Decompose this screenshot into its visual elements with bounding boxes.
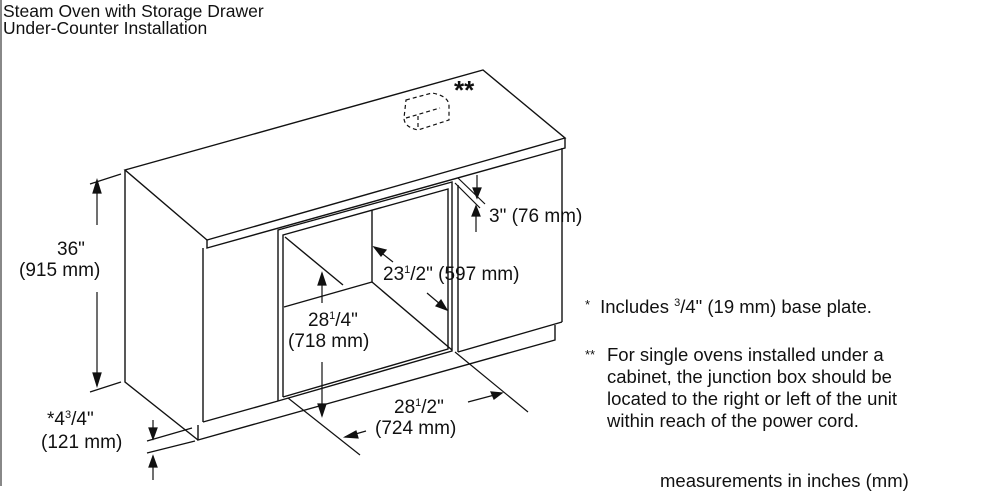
title-line-1: Steam Oven with Storage Drawer <box>3 1 264 21</box>
base-inches-whole: *4 <box>47 409 65 430</box>
note2-line-3: located to the right or left of the unit <box>607 388 898 409</box>
note2-marker: ** <box>585 347 596 362</box>
dimension-opening-width <box>287 351 529 456</box>
note-base-plate: * Includes 3/4" (19 mm) base plate. <box>585 294 872 318</box>
dimension-top-gap <box>454 175 486 232</box>
opening-width-frac: /2" <box>421 397 444 418</box>
opening-width-inches: 281/2" <box>394 398 444 418</box>
base-inches-num: 3 <box>64 409 72 421</box>
note2-line-4: within reach of the power cord. <box>607 410 859 431</box>
note1-post: /4" (19 mm) base plate. <box>680 296 872 317</box>
junction-box-marker: ** <box>454 75 475 105</box>
note1-num: 3 <box>674 297 681 309</box>
base-inches: *43/4" <box>47 410 94 430</box>
dimension-base <box>146 420 196 480</box>
base-mm: (121 mm) <box>41 432 123 453</box>
note1-marker: * <box>585 297 591 312</box>
opening-height-frac: /4" <box>335 310 358 331</box>
oven-opening <box>277 181 453 402</box>
dimension-height <box>89 173 122 393</box>
opening-width-num: 1 <box>415 397 422 409</box>
note1-pre: Includes <box>600 296 675 317</box>
depth-whole: 23 <box>383 264 405 285</box>
depth-frac: /2" (597 mm) <box>410 264 520 285</box>
depth-label: 231/2" (597 mm) <box>383 265 519 285</box>
opening-height-whole: 28 <box>308 310 330 331</box>
height-mm: (915 mm) <box>19 260 101 281</box>
opening-height-mm: (718 mm) <box>288 331 370 352</box>
title-line-2: Under-Counter Installation <box>3 18 208 38</box>
opening-height-num: 1 <box>329 310 336 322</box>
junction-box-icon <box>403 92 450 131</box>
opening-height-inches: 281/4" <box>308 311 358 331</box>
depth-num: 1 <box>404 264 411 276</box>
dimension-opening-height <box>317 271 327 418</box>
opening-width-mm: (724 mm) <box>375 418 457 439</box>
base-inches-frac: /4" <box>71 409 94 430</box>
left-side-panel <box>124 170 199 441</box>
top-gap-label: 3" (76 mm) <box>489 206 583 227</box>
units-note: measurements in inches (mm) <box>660 470 909 491</box>
note2-line-1: For single ovens installed under a <box>607 344 884 365</box>
height-inches: 36" <box>57 239 85 260</box>
dimension-depth <box>372 245 449 312</box>
note2-line-2: cabinet, the junction box should be <box>607 366 892 387</box>
opening-width-whole: 28 <box>394 397 416 418</box>
